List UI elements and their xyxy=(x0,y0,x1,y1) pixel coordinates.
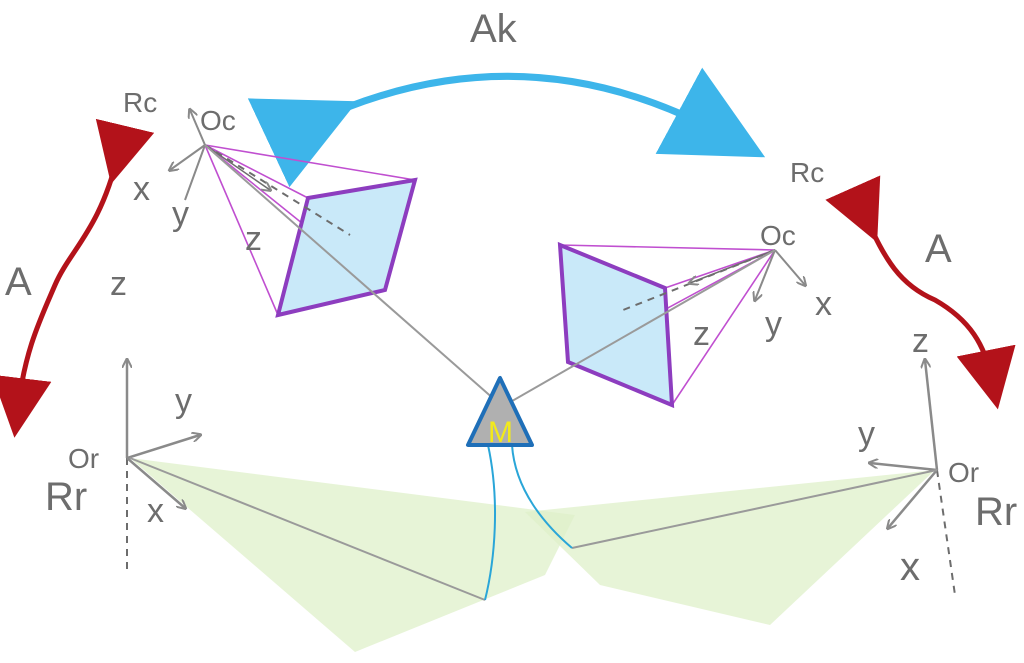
left-a-label: A xyxy=(5,260,32,304)
left-z-side-label: z xyxy=(110,265,127,303)
right-or-label: Or xyxy=(948,457,979,488)
left-or-label: Or xyxy=(68,443,99,474)
right-cam-x-label: x xyxy=(815,285,832,323)
left-floor-fov xyxy=(130,458,575,652)
right-image-plane xyxy=(557,241,675,409)
left-image-plane xyxy=(275,177,418,318)
left-rc-label: Rc xyxy=(123,87,157,118)
left-cyan-curve xyxy=(484,444,496,601)
left-rr-label: Rr xyxy=(45,475,87,519)
left-robot-x-label: x xyxy=(147,492,164,530)
left-cam-z-label: z xyxy=(245,220,262,258)
left-robot-frame xyxy=(127,360,486,601)
right-robot-y-label: y xyxy=(858,415,875,453)
right-robot-x-label: x xyxy=(900,545,920,589)
right-rc-label: Rc xyxy=(790,157,824,188)
left-oc-label: Oc xyxy=(200,105,236,136)
right-cam-y-label: y xyxy=(765,305,782,343)
right-robot-z-label: z xyxy=(912,322,929,360)
marker-m-label: M xyxy=(488,416,513,449)
left-robot-y-label: y xyxy=(175,382,192,420)
right-cam-z-label: z xyxy=(693,315,710,353)
left-a-arrow xyxy=(0,118,155,438)
right-rr-label: Rr xyxy=(975,490,1017,534)
left-cam-x-label: x xyxy=(133,170,150,208)
right-camera xyxy=(499,241,805,409)
ak-label: Ak xyxy=(470,7,518,51)
marker-m xyxy=(466,376,534,447)
right-cyan-curve xyxy=(511,444,573,549)
right-a-arrow xyxy=(825,175,1016,410)
left-cam-y-label: y xyxy=(172,195,189,233)
right-robot-frame xyxy=(571,360,956,596)
left-camera xyxy=(170,110,496,401)
right-oc-label: Oc xyxy=(760,220,796,251)
ak-arrow xyxy=(247,67,766,188)
right-floor-fov xyxy=(525,470,935,625)
right-a-label: A xyxy=(925,227,952,271)
